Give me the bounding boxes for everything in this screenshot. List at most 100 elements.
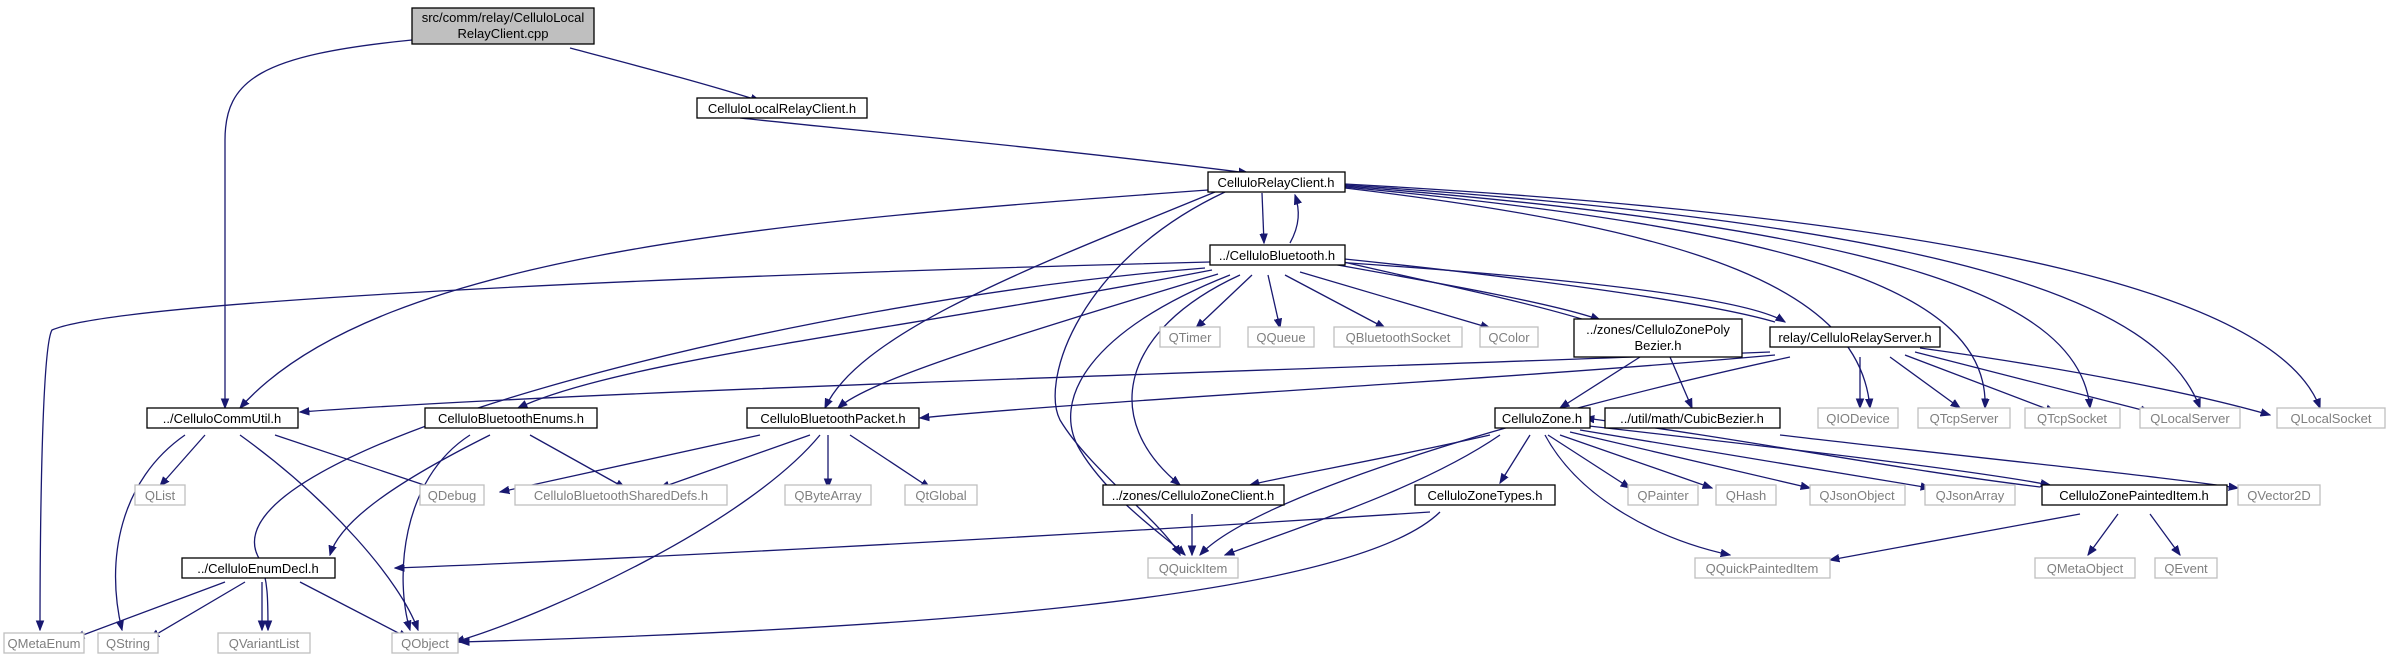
node-qjsonobject[interactable]: QJsonObject (1809, 484, 1906, 506)
node-qquickitem[interactable]: QQuickItem (1147, 557, 1239, 579)
node-qbytearray[interactable]: QByteArray (784, 484, 872, 506)
node-zone-h[interactable]: CelluloZone.h (1494, 407, 1591, 429)
node-qtglobal[interactable]: QtGlobal (904, 484, 978, 506)
edge-zone-painted-item-to-qmetaobject (2088, 513, 2119, 555)
edge-relay-client-to-bluetooth-packet-h (824, 191, 1216, 408)
edge-bluetooth-to-qquickitem (1070, 274, 1231, 555)
node-bluetooth-packet-h[interactable]: CelluloBluetoothPacket.h (746, 407, 920, 429)
node-relay-client-h[interactable]: CelluloRelayClient.h (1207, 171, 1346, 193)
edge-bluetooth-to-zone-poly-bezier-h (1331, 263, 1600, 320)
node-qhash[interactable]: QHash (1715, 484, 1777, 506)
node-label: QQuickItem (1159, 561, 1228, 576)
edge-relay-server-to-qtcpsocket (1904, 354, 2055, 413)
node-qlist[interactable]: QList (134, 484, 186, 506)
edge-bluetooth-packet-to-qdebug (500, 434, 761, 492)
edge-bluetooth-to-bluetooth-packet-h (838, 273, 1219, 408)
edge-relay-server-to-comm-util-h (300, 351, 1771, 412)
edge-comm-util-to-qlist (160, 434, 206, 486)
edge-enum-decl-to-qmetaenum (75, 581, 226, 638)
edge-bluetooth-to-bluetooth-enums-h (518, 269, 1213, 408)
node-qpainter[interactable]: QPainter (1627, 484, 1699, 506)
node-qmetaenum[interactable]: QMetaEnum (3, 632, 85, 654)
edge-enum-decl-to-qstring (150, 581, 246, 638)
node-zone-poly-bezier-h[interactable]: ../zones/CelluloZonePoly Bezier.h (1573, 318, 1743, 358)
node-relay-server-h[interactable]: relay/CelluloRelayServer.h (1769, 326, 1941, 348)
node-label: QtGlobal (915, 488, 966, 503)
node-label: QMetaObject (2047, 561, 2124, 576)
node-label: QDebug (428, 488, 476, 503)
node-qobject[interactable]: QObject (391, 632, 459, 654)
node-label: ../CelluloBluetooth.h (1219, 248, 1335, 263)
edge-zone-to-zone-painted-item-h (1579, 424, 2050, 485)
edge-bluetooth-to-qbluetoothsocket (1284, 274, 1385, 328)
node-qtcpserver[interactable]: QTcpServer (1917, 407, 2011, 429)
edge-comm-util-to-qdebug (274, 434, 445, 492)
node-qevent[interactable]: QEvent (2154, 557, 2218, 579)
node-bluetooth-enums-h[interactable]: CelluloBluetoothEnums.h (424, 407, 598, 429)
node-qtcpsocket[interactable]: QTcpSocket (2024, 407, 2121, 429)
edge-relay-server-to-qtcpserver (1889, 356, 1960, 408)
edge-zone-to-qquickitem (1225, 434, 1501, 556)
node-qqueue[interactable]: QQueue (1247, 326, 1315, 348)
node-label: QTcpServer (1930, 411, 1999, 426)
node-qvector2d[interactable]: QVector2D (2237, 484, 2321, 506)
node-qbluetoothsocket[interactable]: QBluetoothSocket (1333, 326, 1463, 348)
node-label: CelluloLocalRelayClient.h (708, 101, 856, 116)
node-label: QTcpSocket (2037, 411, 2107, 426)
node-qvariantlist[interactable]: QVariantList (217, 632, 311, 654)
node-label: QIODevice (1826, 411, 1890, 426)
node-label: ../util/math/CubicBezier.h (1620, 411, 1764, 426)
edge-zone-poly-bezier-to-bluetooth-h (1335, 260, 1586, 321)
node-label: QEvent (2164, 561, 2208, 576)
node-label: src/comm/relay/CelluloLocal (422, 10, 585, 25)
node-label: QTimer (1169, 330, 1213, 345)
node-qquickpainteditem[interactable]: QQuickPaintedItem (1694, 557, 1831, 579)
node-qiodevice[interactable]: QIODevice (1817, 407, 1899, 429)
edge-bluetooth-enums-to-enum-decl-h (330, 434, 491, 555)
edges (40, 39, 2320, 642)
node-label: QVector2D (2247, 488, 2311, 503)
edge-bluetooth-enums-to-shared-defs-h (529, 434, 625, 488)
node-root-cpp[interactable]: src/comm/relay/CelluloLocal RelayClient.… (411, 7, 595, 45)
edge-relay-client-to-qlocalserver (1344, 184, 2200, 408)
node-qcolor[interactable]: QColor (1479, 326, 1539, 348)
node-qtimer[interactable]: QTimer (1159, 326, 1221, 348)
edge-bluetooth-packet-to-shared-defs-h (660, 434, 811, 488)
node-enum-decl-h[interactable]: ../CelluloEnumDecl.h (181, 557, 336, 579)
node-comm-util-h[interactable]: ../CelluloCommUtil.h (146, 407, 299, 429)
edge-zone-to-zone-client-h (1250, 434, 1491, 485)
edge-cubic-bezier-to-qvector2d (1779, 434, 2238, 488)
node-zone-painted-item-h[interactable]: CelluloZonePaintedItem.h (2041, 484, 2228, 506)
node-qmetaobject[interactable]: QMetaObject (2034, 557, 2136, 579)
node-local-relay-client-h[interactable]: CelluloLocalRelayClient.h (696, 97, 868, 119)
node-zone-client-h[interactable]: ../zones/CelluloZoneClient.h (1102, 484, 1285, 506)
node-bluetooth-shared-defs-h[interactable]: CelluloBluetoothSharedDefs.h (514, 484, 728, 506)
node-label: ../zones/CelluloZoneClient.h (1112, 488, 1275, 503)
node-label: CelluloBluetoothPacket.h (760, 411, 905, 426)
edge-relay-server-to-qlocalsocket (1919, 347, 2270, 415)
edge-local-relay-client-to-relay-client-h (739, 117, 1248, 173)
node-zone-types-h[interactable]: CelluloZoneTypes.h (1414, 484, 1556, 506)
edge-zone-to-qhash (1559, 434, 1712, 488)
node-qjsonarray[interactable]: QJsonArray (1924, 484, 2016, 506)
node-qlocalsocket[interactable]: QLocalSocket (2276, 407, 2386, 429)
node-label: QColor (1488, 330, 1530, 345)
node-label: QVariantList (229, 636, 300, 651)
edge-bluetooth-to-relay-client-h (1289, 195, 1298, 244)
edge-zone-to-qjsonobject (1569, 431, 1810, 488)
node-cubic-bezier-h[interactable]: ../util/math/CubicBezier.h (1604, 407, 1781, 429)
node-qstring[interactable]: QString (97, 632, 159, 654)
edge-relay-client-to-qiodevice (1344, 187, 1870, 408)
node-bluetooth-h[interactable]: ../CelluloBluetooth.h (1209, 244, 1346, 266)
node-label: QLocalSocket (2291, 411, 2372, 426)
edge-zone-to-qpainter (1547, 434, 1630, 488)
node-label: QJsonArray (1936, 488, 2005, 503)
node-label: Bezier.h (1635, 338, 1682, 353)
edge-bluetooth-to-qcolor (1299, 271, 1490, 328)
node-qdebug[interactable]: QDebug (419, 484, 485, 506)
edge-relay-client-to-comm-util-h (240, 189, 1209, 408)
edge-zone-types-to-enum-decl-h (395, 511, 1431, 568)
edge-relay-client-to-bluetooth-h (1262, 192, 1264, 243)
node-qlocalserver[interactable]: QLocalServer (2139, 407, 2241, 429)
node-label: QObject (401, 636, 449, 651)
